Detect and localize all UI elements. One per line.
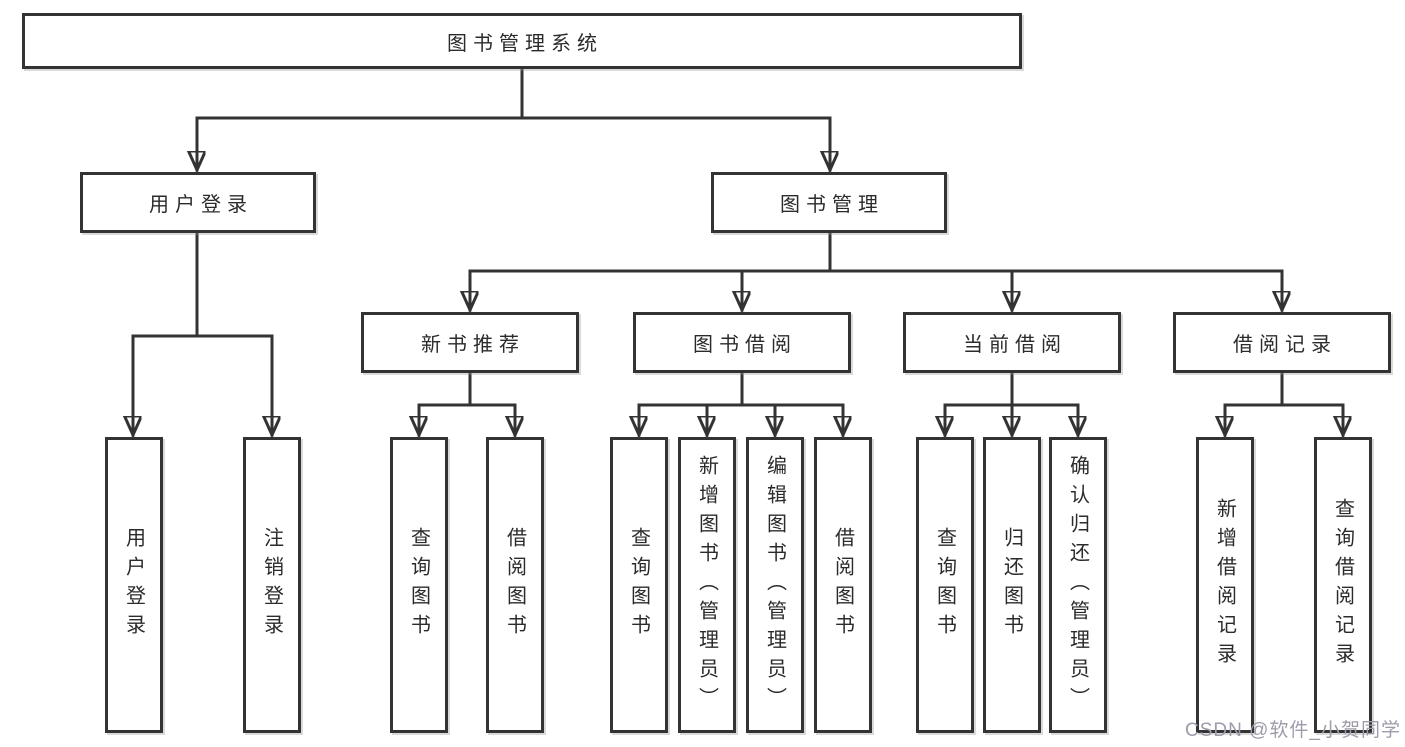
node-book-management: 图书管理	[711, 172, 947, 233]
node-leaf-borrow-book-recommend: 借阅图书	[486, 437, 544, 733]
node-new-book-recommend: 新书推荐	[361, 312, 579, 373]
node-leaf-return-book: 归还图书	[983, 437, 1041, 733]
node-leaf-edit-book-admin: 编辑图书（管理员）	[746, 437, 804, 733]
node-leaf-logout: 注销登录	[243, 437, 301, 733]
csdn-watermark: CSDN @软件_小贺同学	[1185, 720, 1401, 741]
node-user-login: 用户登录	[80, 172, 316, 233]
node-leaf-confirm-return-admin: 确认归还（管理员）	[1049, 437, 1107, 733]
node-leaf-user-login: 用户登录	[105, 437, 163, 733]
node-root-system: 图书管理系统	[22, 13, 1022, 69]
node-current-borrowing: 当前借阅	[903, 312, 1121, 373]
node-borrowing-records: 借阅记录	[1173, 312, 1391, 373]
node-book-borrowing: 图书借阅	[633, 312, 851, 373]
node-leaf-query-book-borrowing: 查询图书	[610, 437, 668, 733]
node-leaf-add-book-admin: 新增图书（管理员）	[678, 437, 736, 733]
node-leaf-borrow-book: 借阅图书	[814, 437, 872, 733]
node-leaf-add-borrow-record: 新增借阅记录	[1196, 437, 1254, 733]
node-leaf-query-borrow-record: 查询借阅记录	[1314, 437, 1372, 733]
node-leaf-query-book-current: 查询图书	[916, 437, 974, 733]
node-leaf-query-book-recommend: 查询图书	[390, 437, 448, 733]
